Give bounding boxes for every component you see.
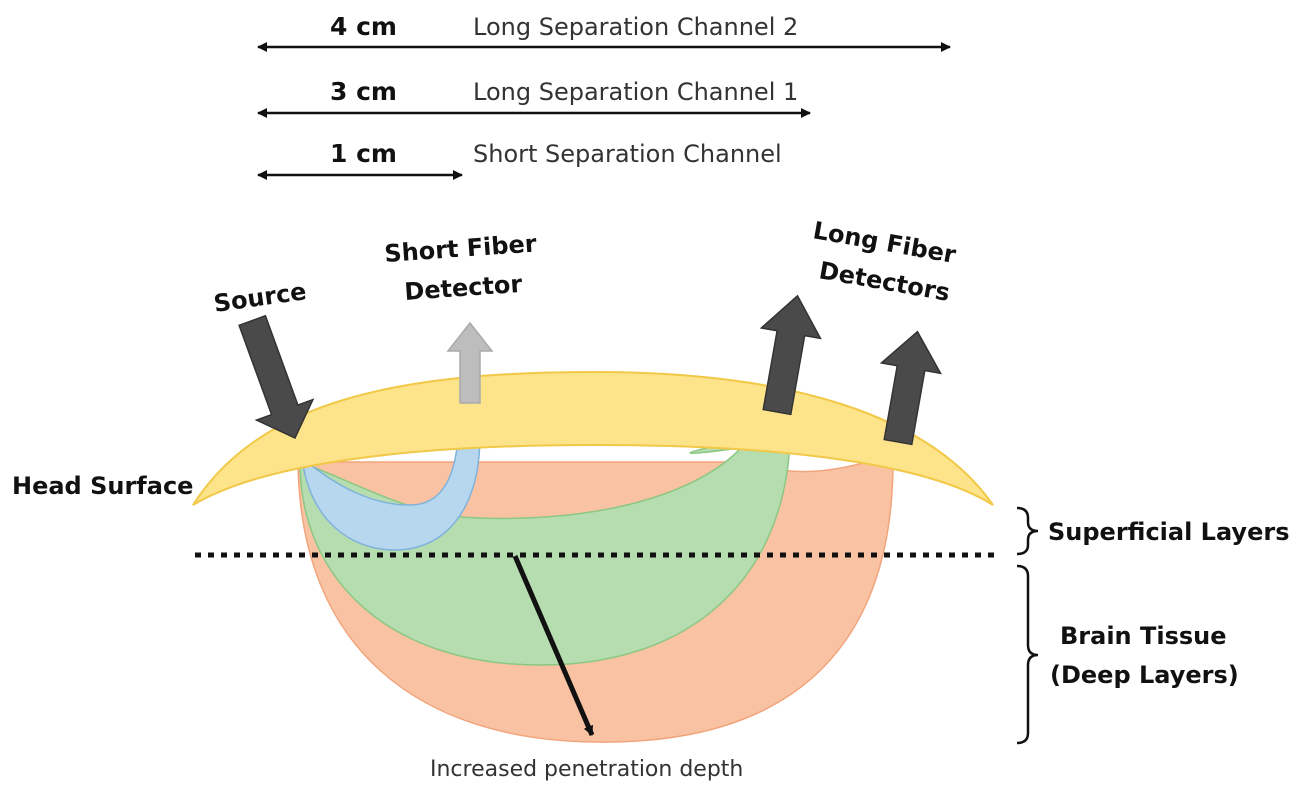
scale-channel-long-2: Long Separation Channel 2 bbox=[473, 13, 798, 41]
scale-distance-4cm: 4 cm bbox=[330, 12, 397, 41]
short-detector-label-line1: Short Fiber bbox=[383, 229, 537, 268]
brain-tissue-label-line1: Brain Tissue bbox=[1060, 622, 1227, 650]
superficial-bracket bbox=[1016, 506, 1039, 556]
source-arrow bbox=[238, 314, 315, 439]
scale-channel-short: Short Separation Channel bbox=[473, 140, 782, 168]
source-label: Source bbox=[212, 277, 308, 318]
brain-tissue-label-line2: (Deep Layers) bbox=[1050, 661, 1239, 689]
scale-distance-3cm: 3 cm bbox=[330, 77, 397, 106]
long-detector-arrow-2 bbox=[879, 330, 942, 446]
brain-tissue-bracket bbox=[1016, 564, 1039, 745]
short-detector-label-line2: Detector bbox=[403, 270, 523, 306]
superficial-layers-label: Superficial Layers bbox=[1048, 518, 1289, 546]
scale-channel-long-1: Long Separation Channel 1 bbox=[473, 78, 798, 106]
short-detector-arrow bbox=[446, 321, 494, 404]
head-surface-label: Head Surface bbox=[12, 472, 193, 500]
scale-distance-1cm: 1 cm bbox=[330, 139, 397, 168]
long-detector-arrow-1 bbox=[759, 294, 822, 416]
penetration-depth-label: Increased penetration depth bbox=[430, 757, 743, 782]
distance-scale: 4 cm Long Separation Channel 2 3 cm Long… bbox=[257, 12, 951, 180]
depth-arrow bbox=[512, 555, 595, 736]
